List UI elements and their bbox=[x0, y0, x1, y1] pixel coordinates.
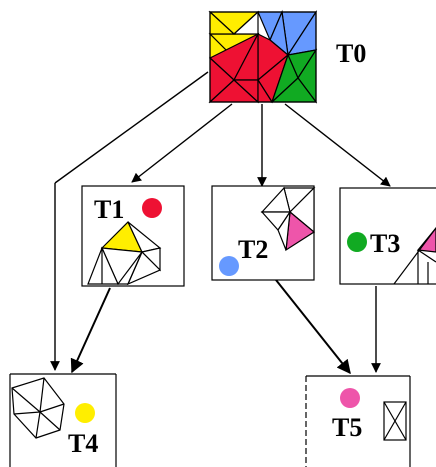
t4-dot bbox=[75, 403, 95, 423]
t0-white-top bbox=[232, 10, 259, 35]
t1-mesh bbox=[87, 220, 162, 286]
t4-label: T4 bbox=[68, 429, 98, 458]
t4-mesh-2 bbox=[11, 387, 41, 413]
t3-label: T3 bbox=[370, 229, 400, 258]
t2-label: T2 bbox=[238, 235, 268, 264]
t0-label: T0 bbox=[336, 39, 366, 68]
t1-mesh-5 bbox=[87, 246, 119, 285]
t4-mesh bbox=[11, 377, 65, 439]
t5-label: T5 bbox=[332, 413, 362, 442]
edge-t2-t5 bbox=[275, 279, 351, 375]
edge-t0-t3 bbox=[284, 103, 391, 187]
t2-mesh bbox=[260, 186, 316, 252]
t5-mesh bbox=[383, 401, 407, 441]
node-t0: T0 bbox=[208, 9, 366, 104]
t4-mesh-3 bbox=[13, 411, 41, 415]
t1-mesh-6 bbox=[127, 251, 143, 285]
t3-mesh bbox=[393, 227, 436, 285]
node-t5: T5 bbox=[305, 375, 411, 467]
edge-t0-t1 bbox=[131, 103, 233, 183]
node-t1: T1 bbox=[81, 185, 185, 287]
node-t4: T4 bbox=[9, 373, 117, 467]
node-t2: T2 bbox=[211, 185, 316, 281]
edges bbox=[50, 71, 391, 375]
t5-dot bbox=[340, 388, 360, 408]
t1-dot bbox=[142, 198, 162, 218]
edge-t1-t4 bbox=[70, 287, 111, 374]
t2-mesh-5 bbox=[277, 211, 291, 251]
t0-frame bbox=[209, 11, 317, 103]
t4-mesh-5 bbox=[39, 411, 61, 431]
t3-mesh-1 bbox=[393, 227, 436, 285]
t2-dot bbox=[219, 256, 239, 276]
edge-t0-t4 bbox=[54, 71, 209, 184]
t0-mesh bbox=[208, 9, 318, 104]
t4-outline bbox=[11, 377, 65, 439]
t4-mesh-1 bbox=[39, 377, 45, 413]
t4-mesh-6 bbox=[39, 403, 65, 413]
t5-mesh-2 bbox=[383, 401, 407, 441]
t3-dot bbox=[347, 232, 367, 252]
t4-mesh-4 bbox=[35, 411, 41, 439]
t3-mesh-3 bbox=[417, 249, 436, 263]
node-t3: T3 bbox=[339, 187, 436, 285]
t1-label: T1 bbox=[94, 195, 124, 224]
